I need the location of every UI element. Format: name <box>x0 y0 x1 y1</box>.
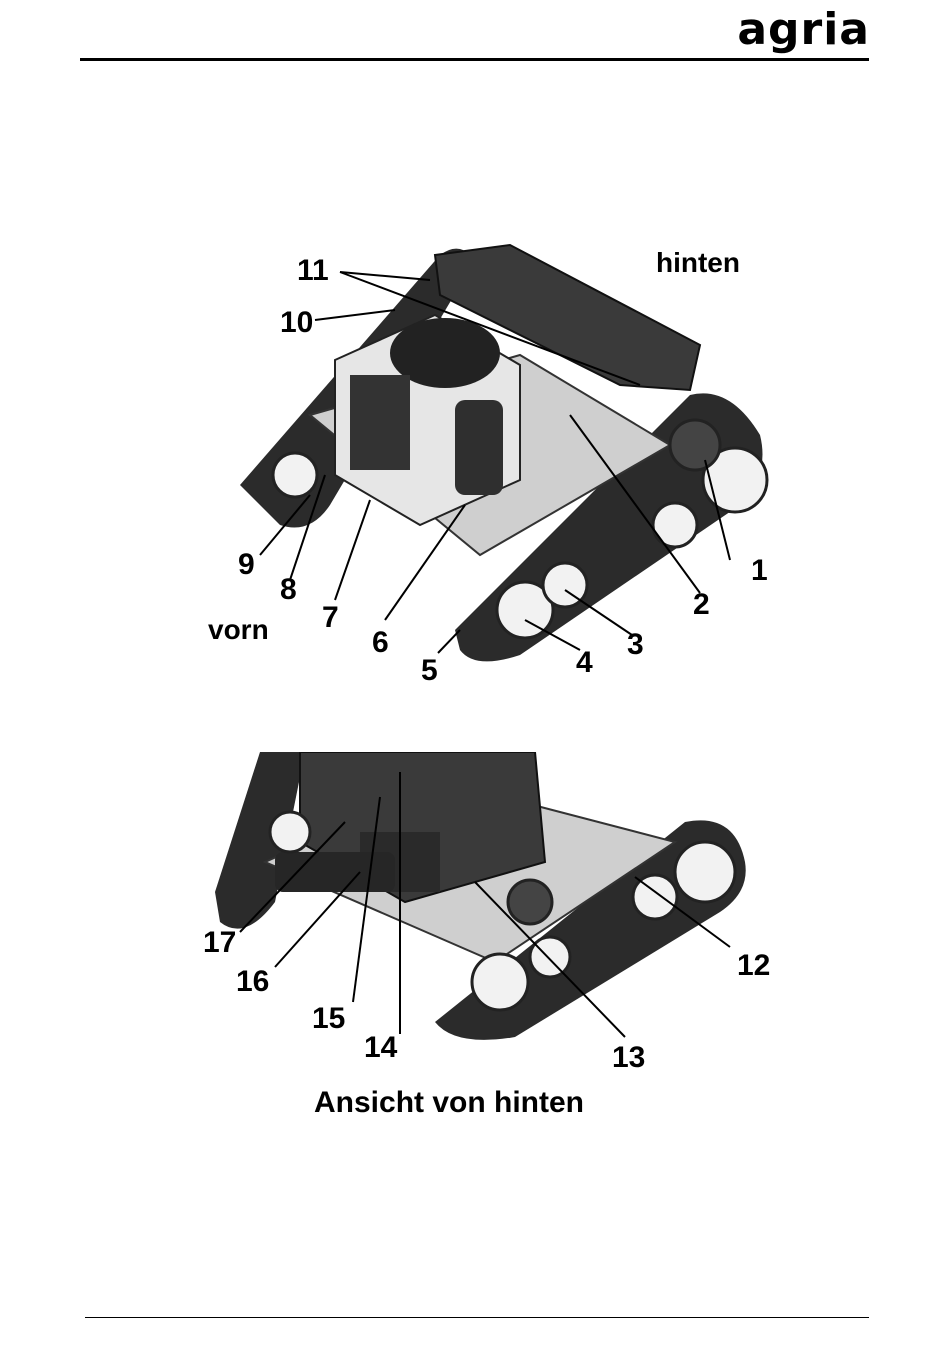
callout-8: 8 <box>280 575 297 605</box>
machine-rear-view-drawing <box>205 752 765 1042</box>
callout-3: 3 <box>627 630 644 660</box>
callout-14: 14 <box>364 1033 397 1063</box>
callout-17: 17 <box>203 928 236 958</box>
callout-13: 13 <box>612 1043 645 1073</box>
callout-4: 4 <box>576 648 593 678</box>
bumper <box>275 852 395 892</box>
footer-rule <box>85 1317 869 1318</box>
brand-logo: agria <box>700 10 870 50</box>
callout-5: 5 <box>421 656 438 686</box>
callout-10: 10 <box>280 308 313 338</box>
label-back: hinten <box>656 248 740 278</box>
callout-15: 15 <box>312 1004 345 1034</box>
figure-caption: Ansicht von hinten <box>314 1086 584 1120</box>
callout-7: 7 <box>322 603 339 633</box>
callout-2: 2 <box>693 590 710 620</box>
callout-12: 12 <box>737 951 770 981</box>
callout-11: 11 <box>297 256 329 286</box>
callout-1: 1 <box>751 556 768 586</box>
label-front: vorn <box>208 615 269 645</box>
callout-16: 16 <box>236 967 269 997</box>
muffler <box>455 400 503 495</box>
header-rule <box>80 58 869 61</box>
callout-9: 9 <box>238 550 255 580</box>
callout-6: 6 <box>372 628 389 658</box>
air-filter <box>350 375 410 470</box>
